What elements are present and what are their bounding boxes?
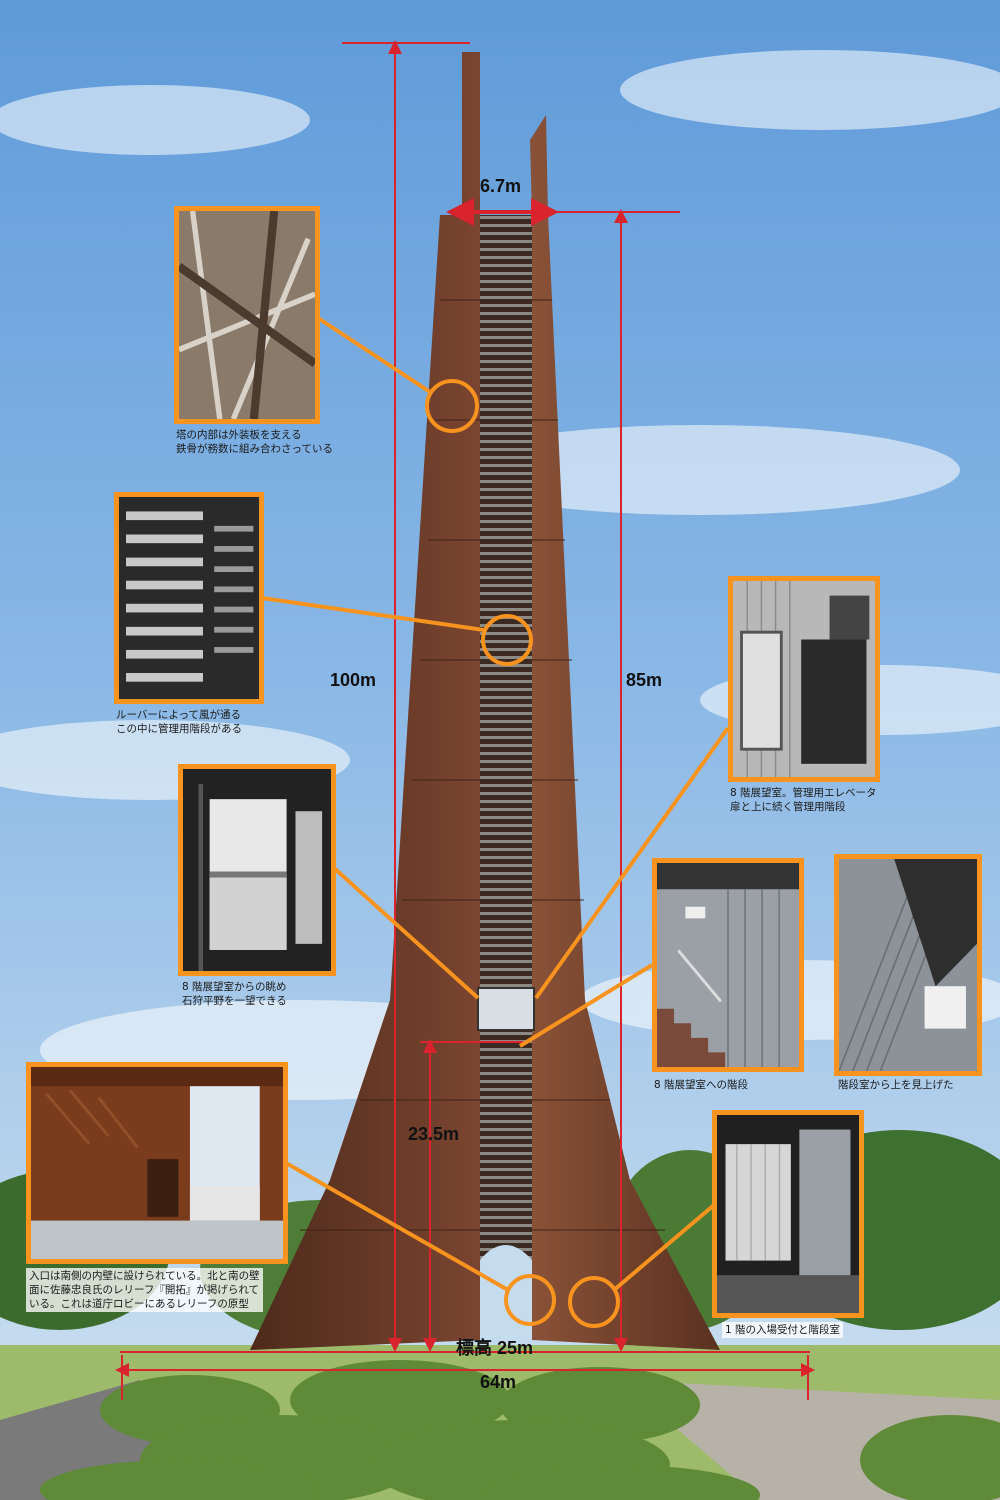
hedges: [40, 1360, 1000, 1500]
caption-line: 鉄骨が務数に組み合わさっている: [176, 443, 333, 455]
label-elevation: 標高 25m: [456, 1338, 534, 1358]
photo-reception: [712, 1110, 864, 1318]
label-total-height: 100m: [330, 670, 377, 690]
caption-stairs: 8 階展望室への階段: [654, 1078, 748, 1092]
caption-entrance: 入口は南側の内壁に設けられている。北と南の壁 面に佐藤忠良氏のレリーフ『開拓』が…: [26, 1268, 263, 1312]
caption-line: 入口は南側の内壁に設けられている。北と南の壁: [29, 1270, 260, 1282]
marker-interior: [425, 379, 479, 433]
photo-lookup: [834, 854, 982, 1076]
label-floor-height: 23.5m: [408, 1124, 460, 1144]
caption-line: 塔の内部は外装板を支える: [176, 429, 302, 441]
caption-line: 8 階展望室からの眺め: [182, 981, 287, 993]
caption-line: 石狩平野を一望できる: [182, 995, 287, 1007]
caption-elevator: 8 階展望室。管理用エレベータ 扉と上に続く管理用階段: [730, 786, 877, 814]
photo-entrance: [26, 1062, 288, 1264]
photo-stairs: [652, 858, 804, 1072]
photo-elevator: [728, 576, 880, 782]
caption-line: 扉と上に続く管理用階段: [730, 801, 846, 813]
caption-line: 8 階展望室への階段: [654, 1079, 749, 1091]
caption-line: この中に管理用階段がある: [116, 723, 242, 735]
caption-louver: ルーバーによって風が通る この中に管理用階段がある: [116, 708, 242, 736]
caption-view: 8 階展望室からの眺め 石狩平野を一望できる: [182, 980, 287, 1008]
caption-line: 8 階展望室。管理用エレベータ: [730, 787, 877, 799]
caption-interior-frame: 塔の内部は外装板を支える 鉄骨が務数に組み合わさっている: [176, 428, 333, 456]
marker-entrance: [504, 1274, 556, 1326]
caption-line: ルーバーによって風が通る: [116, 709, 242, 721]
marker-louver: [481, 614, 533, 666]
photo-louver: [114, 492, 264, 704]
label-top-width: 6.7m: [480, 176, 522, 196]
caption-line: 1 階の入場受付と階段室: [725, 1324, 841, 1336]
caption-reception: 1 階の入場受付と階段室: [722, 1322, 844, 1338]
marker-reception: [568, 1276, 620, 1328]
label-base-width: 64m: [480, 1372, 517, 1392]
photo-view: [178, 764, 336, 976]
caption-line: 面に佐藤忠良氏のレリーフ『開拓』が掲げられて: [29, 1284, 260, 1296]
caption-lookup: 階段室から上を見上げた: [838, 1078, 954, 1092]
caption-line: 階段室から上を見上げた: [838, 1079, 954, 1091]
photo-interior-frame: [174, 206, 320, 424]
label-observatory-height: 85m: [626, 670, 663, 690]
caption-line: いる。これは道庁ロビーにあるレリーフの原型: [29, 1298, 249, 1310]
